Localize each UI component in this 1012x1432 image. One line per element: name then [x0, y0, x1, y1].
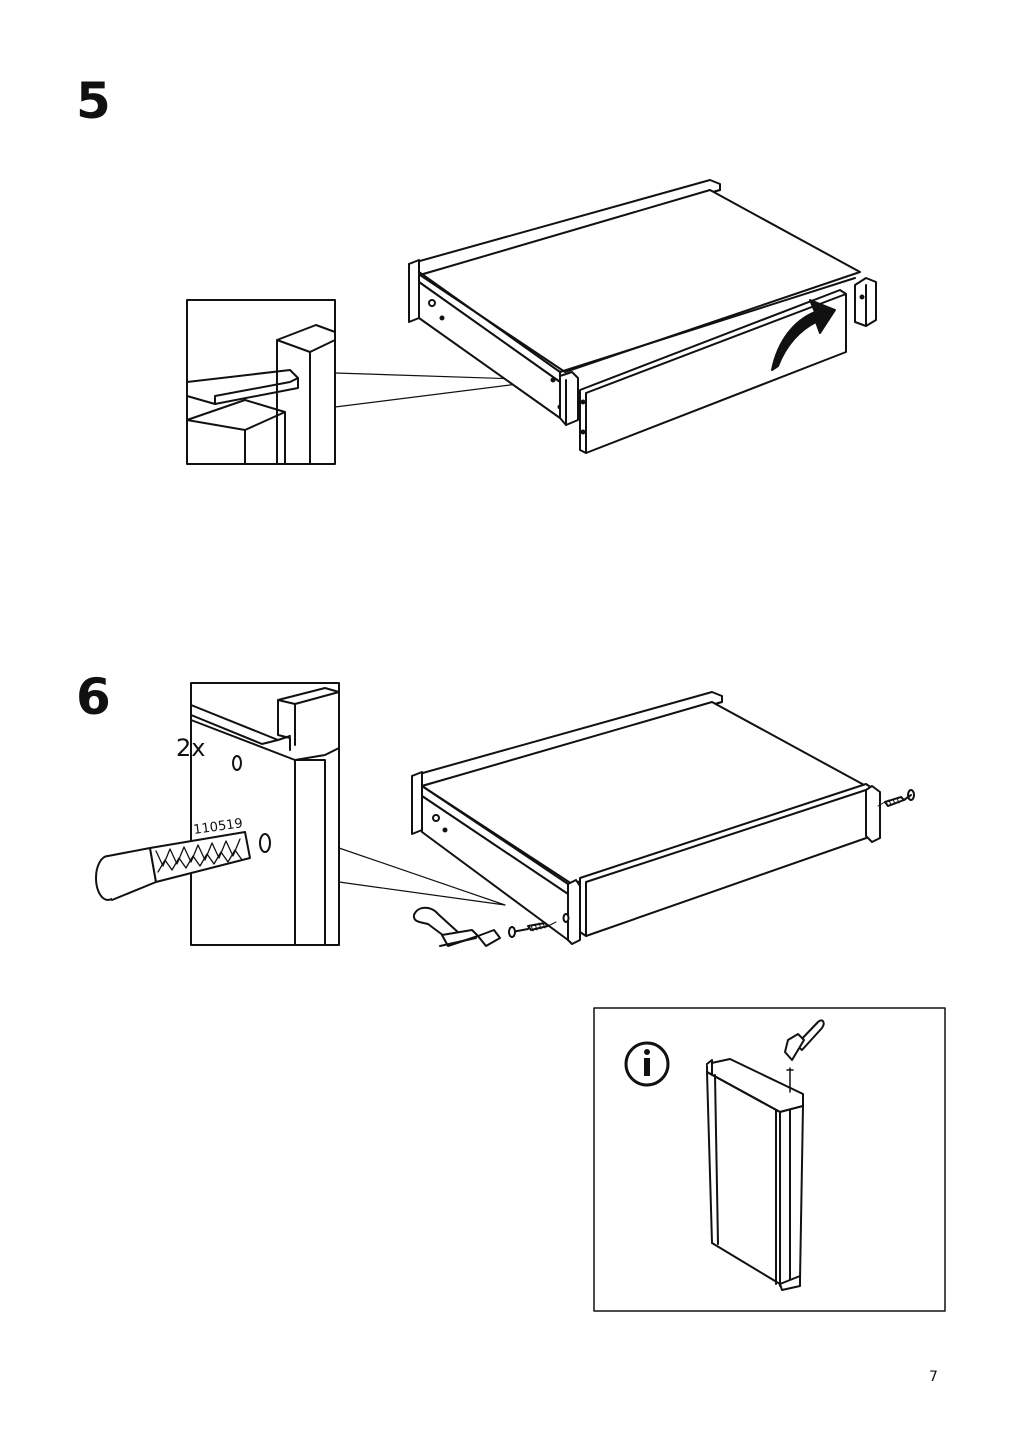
upright-drawer-side: [706, 1058, 804, 1291]
step-5-number: 5: [76, 72, 111, 130]
small-screw-icon: [786, 1067, 794, 1093]
quantity-label: 2x: [176, 734, 205, 762]
screw-right-icon: [877, 789, 915, 807]
dowel-part-icon: [95, 831, 251, 901]
step-6-drawer-frame: [411, 691, 881, 945]
part-number-label: 110519: [192, 816, 243, 838]
step-6-detail-inset: [190, 682, 340, 946]
step-5-drawer-frame: [408, 179, 877, 454]
screw-icon: [508, 921, 557, 938]
info-box: [593, 1007, 946, 1312]
hammer-icon: [412, 906, 501, 947]
small-hammer-icon: [784, 1019, 825, 1061]
page-number: 7: [929, 1369, 938, 1385]
info-icon: [624, 1041, 670, 1087]
step-6-number: 6: [76, 668, 111, 726]
rotate-arrow-icon: [771, 299, 836, 371]
step-5-detail-inset: [186, 299, 336, 465]
